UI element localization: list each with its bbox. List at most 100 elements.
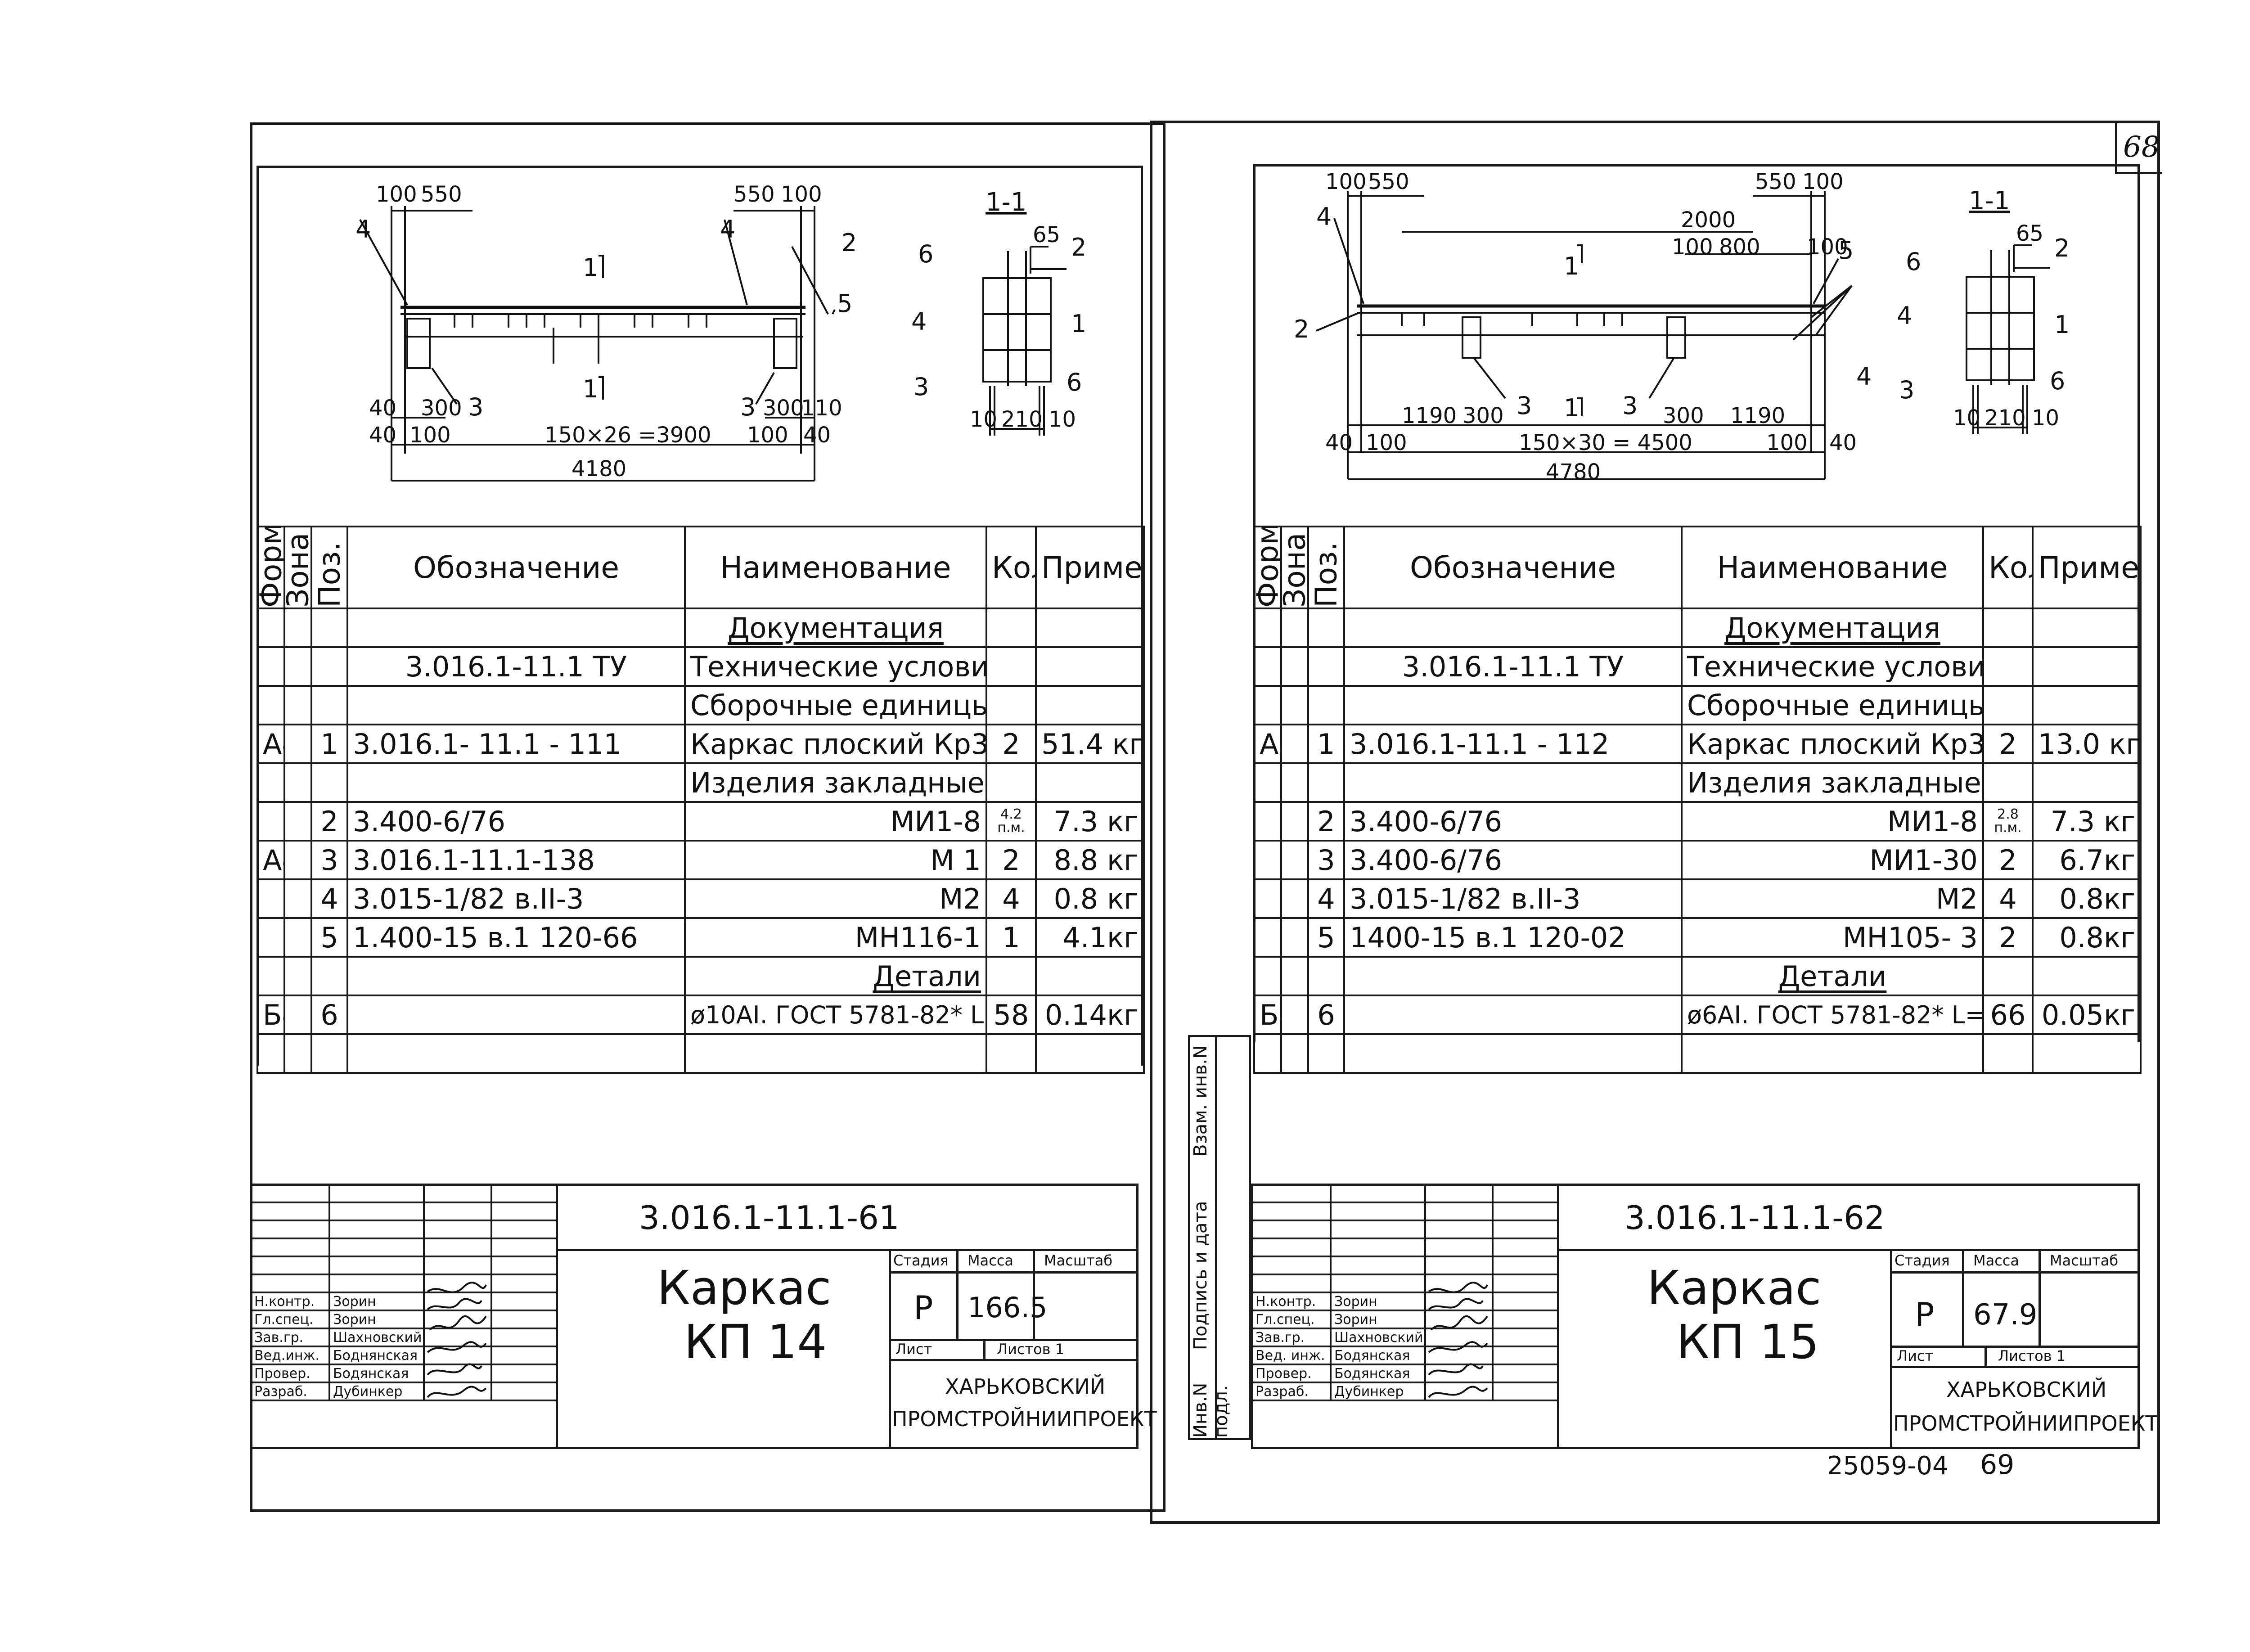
left-hdr-zone: Зона [284,527,311,608]
table-row: Детали [256,956,1145,996]
right-title-line2: КП 15 [1676,1314,1819,1369]
footer-page: 69 [1980,1449,2015,1481]
left-dim-550a: 550 [421,182,462,207]
right-scale-label: Масштаб [2050,1252,2119,1269]
left-hdr-name: Наименование [684,526,987,609]
left-stage-value: Р [914,1289,933,1327]
left-callout-4a: 4 [356,215,371,243]
right-side-label-inv: Инв.N подл. [1190,1382,1232,1438]
right-sec-dim-210: 210 [1984,405,2026,431]
left-dim-100d: 100 [747,423,788,448]
left-sec-dim-10a: 10 [970,407,997,432]
left-sheet-label: Лист [896,1341,932,1358]
left-mass-label: Масса [968,1252,1014,1269]
left-dim-65: 65 [1033,222,1060,248]
right-dim-100d: 100 [1807,234,1848,260]
left-dim-110: 110 [801,396,842,421]
left-callout-4b: 4 [720,215,735,243]
right-section-label: 1-1 [1969,186,2010,216]
right-drawing: 100 550 550 100 2000 100 800 100 4 2 5 4… [1294,169,2070,485]
right-hdr-format: Формат [1254,527,1281,608]
right-stage-line [1890,1271,2140,1274]
right-dim-100e: 100 [1366,430,1407,455]
right-doc-code: 3.016.1-11.1-62 [1624,1199,1885,1237]
table-row: Документация [256,608,1145,648]
left-sheet [250,122,1166,1512]
left-spec-table: Формат Зона Поз. Обозначение Наименовани… [256,526,1145,1074]
left-tb-divider-v1 [556,1184,558,1449]
left-callout-3b: 3 [740,393,756,421]
left-section-label: 1-1 [986,188,1026,217]
right-hdr-name: Наименование [1681,526,1984,609]
right-signatures [1428,1282,1488,1398]
right-stage-label: Стадия [1894,1252,1950,1269]
left-sec-callout-6a: 6 [918,240,933,268]
left-sec-dim-210: 210 [1001,407,1043,432]
left-hdr-designation: Обозначение [346,526,686,609]
right-org-line2: ПРОМСТРОЙНИИПРОЕКТ [1893,1411,2158,1436]
table-row: Сборочные единицы [1253,685,2142,725]
right-dim-1190a: 1190 [1402,403,1457,428]
left-callout-5: 5 [837,289,852,318]
right-org-line1: ХАРЬКОВСКИЙ [1946,1377,2107,1402]
right-hdr-qty: Кол [1982,526,2034,609]
right-sec-callout-4: 4 [1897,302,1912,330]
left-hdr-pos: Поз. [311,527,347,608]
right-dim-4500: 150×30 = 4500 [1519,430,1692,455]
right-stage-box [1890,1249,2140,1449]
left-sec-callout-1: 1 [1071,310,1086,338]
right-hdr-designation: Обозначение [1343,526,1683,609]
right-stage-line2 [1890,1346,2140,1348]
right-hdr-zone: Зона [1281,527,1308,608]
right-side-strip-divider [1215,1035,1217,1440]
left-sheets-label: Листов 1 [997,1341,1065,1358]
left-stage-vline2 [1033,1249,1035,1339]
left-title-line1: Каркас [657,1260,832,1315]
table-row: Сборочные единицы [256,685,1145,725]
right-sheets-label: Листов 1 [1998,1347,2066,1364]
right-sec-callout-3: 3 [1899,376,1914,404]
left-sec-callout-3: 3 [914,373,929,401]
right-stage-vline1 [1962,1249,1964,1346]
right-stage-value: Р [1915,1296,1935,1333]
left-stage-line3 [889,1359,1138,1361]
right-callout-5: 5 [1838,236,1854,265]
left-sec-callout-4: 4 [911,307,927,336]
right-dim-300a: 300 [1462,403,1504,428]
table-row [256,1033,1145,1074]
left-signatures [427,1282,487,1398]
table-row: Б46ø10AI. ГОСТ 5781-82* L=230580.14кг [256,995,1145,1035]
right-callout-1a: 1 [1564,252,1579,280]
left-hdr-format: Формат [257,527,284,608]
right-dim-100f: 100 [1766,430,1808,455]
table-row: Б46ø6AI. ГОСТ 5781-82* L=230660.05кг [1253,995,2142,1035]
right-title-line1: Каркас [1647,1260,1822,1315]
left-stage-box [889,1249,1138,1449]
right-hdr-pos: Поз. [1308,527,1344,608]
right-tb-divider-v1 [1557,1184,1559,1449]
right-sheet [1150,121,2160,1524]
left-stage-line2 [889,1339,1138,1341]
right-dim-550b: 550 [1755,169,1796,194]
left-stage-vline1 [956,1249,958,1339]
left-callout-3a: 3 [468,393,483,421]
right-hdr-note: Примеч [2032,526,2142,609]
right-stage-vline2 [2038,1249,2041,1346]
right-dim-65: 65 [2016,221,2043,246]
left-tb-divider-h1 [556,1249,1138,1251]
right-mass-value: 67.9 [1973,1298,2038,1332]
left-dim-40c: 40 [803,423,831,448]
left-stage-label: Стадия [893,1252,949,1269]
table-row: Детали [1253,956,2142,996]
left-org-line2: ПРОМСТРОЙНИИПРОЕКТ [892,1407,1157,1431]
right-sec-callout-1: 1 [2054,311,2070,339]
right-dim-40a: 40 [1325,430,1353,455]
right-dim-100b: 100 [1802,169,1844,194]
